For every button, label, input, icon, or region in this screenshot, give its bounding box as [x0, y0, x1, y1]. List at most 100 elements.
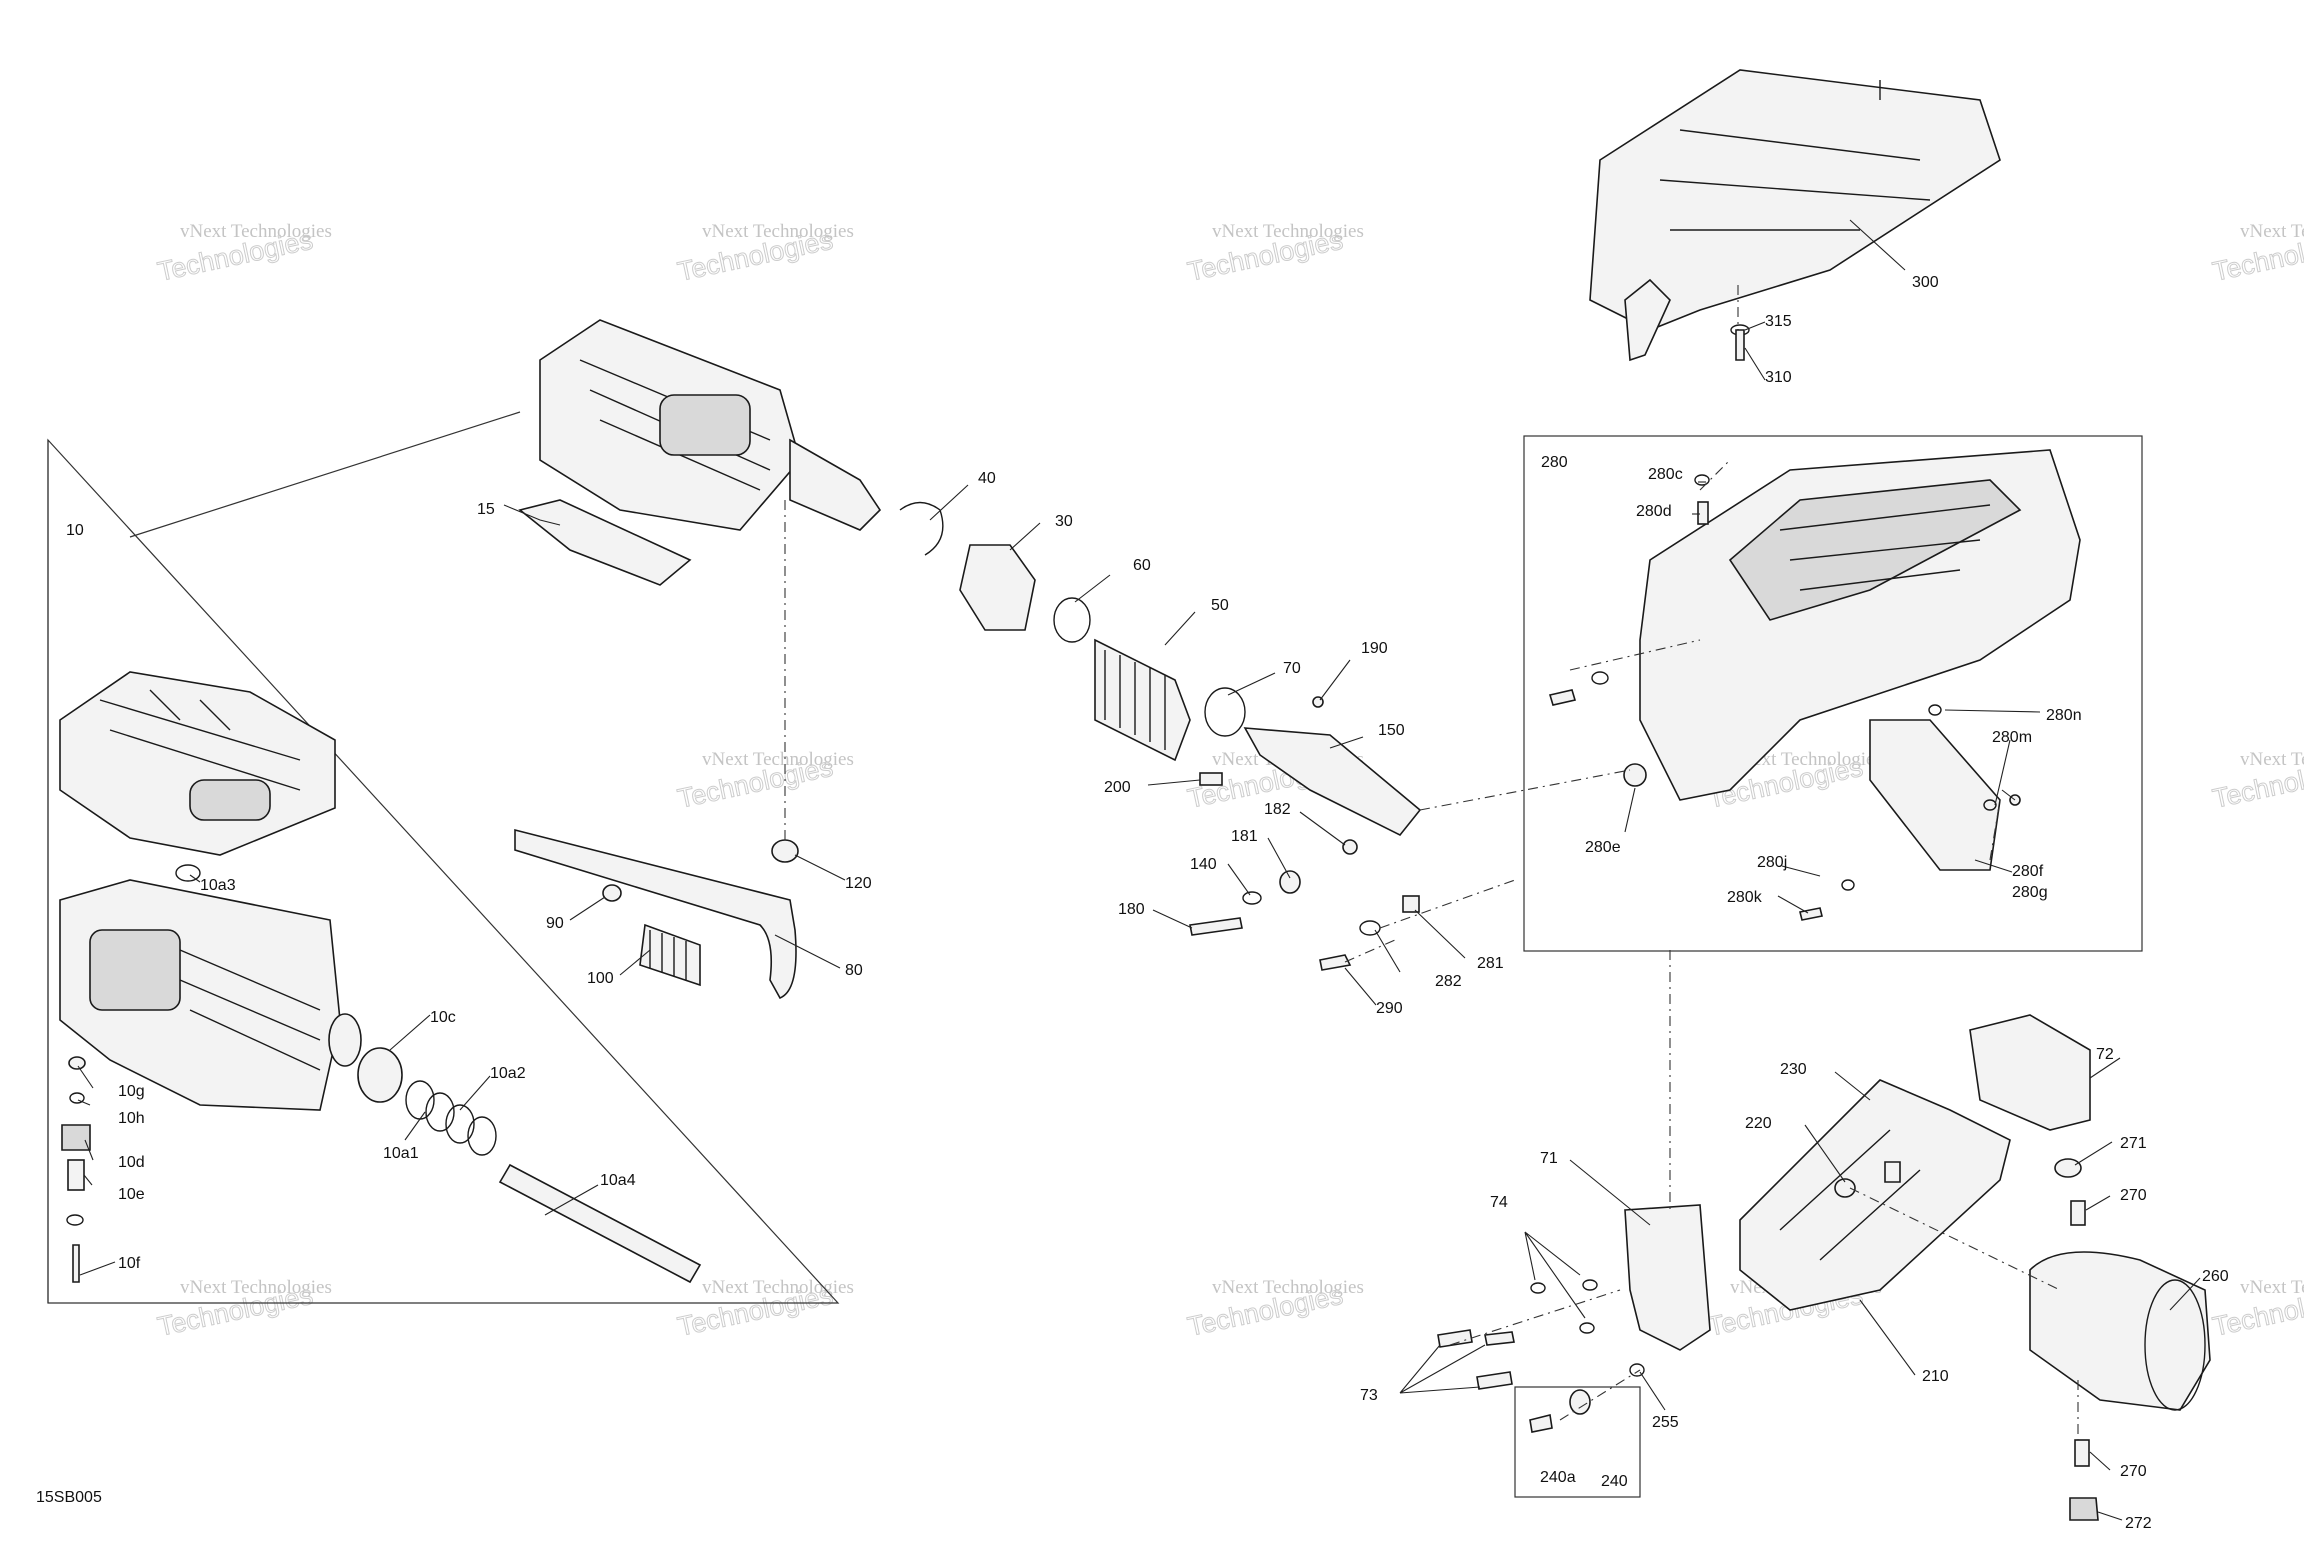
part-label: 280j — [1757, 854, 1787, 871]
part-label: 80 — [845, 962, 863, 979]
part-label: 182 — [1264, 801, 1291, 818]
part-label: 10 — [66, 522, 84, 539]
part-label: 210 — [1922, 1368, 1949, 1385]
supercharger-housing-part — [59, 879, 362, 1111]
part-label: 181 — [1231, 828, 1258, 845]
mount-72-part — [1969, 1014, 2091, 1131]
callout-line-10 — [129, 411, 521, 538]
top-cover-300-part — [1589, 69, 2001, 362]
part-label: 280e — [1585, 839, 1621, 856]
bracket-15-part — [518, 499, 692, 586]
part-label: 310 — [1765, 369, 1792, 386]
part-label: 10c — [430, 1009, 456, 1026]
part-label: 10g — [118, 1083, 145, 1100]
part-label: 220 — [1745, 1115, 1772, 1132]
lower-bracket-parts — [1437, 1014, 2211, 1521]
part-label: 10f — [118, 1255, 141, 1272]
part-label: 280 — [1541, 454, 1568, 471]
supercharger-assembly-part — [518, 319, 882, 586]
part-label: 255 — [1652, 1414, 1679, 1431]
part-label: 270 — [2120, 1187, 2147, 1204]
part-label: 240 — [1601, 1473, 1628, 1490]
svg-text:vNext Technologies: vNext Technologies — [180, 1277, 332, 1298]
drawing-code: 15SB005 — [36, 1489, 102, 1506]
detail-frame-10 — [47, 438, 840, 1304]
part-label: 200 — [1104, 779, 1131, 796]
part-label: 260 — [2202, 1268, 2229, 1285]
link-arm-150-part — [1243, 727, 1422, 837]
part-label: 10a3 — [200, 877, 236, 894]
part-label: 280k — [1727, 889, 1763, 906]
svg-text:vNext Technologies: vNext Technologies — [702, 1277, 854, 1298]
part-label: 10e — [118, 1186, 145, 1203]
part-label: 120 — [845, 875, 872, 892]
part-label: 30 — [1055, 513, 1073, 530]
part-label: 74 — [1490, 1194, 1508, 1211]
duct-260-part — [2029, 1251, 2211, 1411]
svg-text:vNext Technologies: vNext Technologies — [2240, 1277, 2304, 1298]
detail-frame-240 — [1514, 1386, 1641, 1498]
part-label: 190 — [1361, 640, 1388, 657]
part-label: 290 — [1376, 1000, 1403, 1017]
bracket-230-part — [1739, 1079, 2011, 1311]
part-label: 15 — [477, 501, 495, 518]
svg-text:vNext Technologies: vNext Technologies — [2240, 221, 2304, 242]
part-label: 280d — [1636, 503, 1672, 520]
part-label: 100 — [587, 970, 614, 987]
part-label: 10a1 — [383, 1145, 419, 1162]
part-label: 281 — [1477, 955, 1504, 972]
part-label: 282 — [1435, 973, 1462, 990]
part-label: 10h — [118, 1110, 145, 1127]
svg-text:vNext Technologies: vNext Technologies — [180, 221, 332, 242]
detail-frames — [47, 411, 2143, 1498]
svg-text:vNext Technologies: vNext Technologies — [2240, 749, 2304, 770]
svg-text:vNext Technologies: vNext Technologies — [1212, 221, 1364, 242]
svg-text:vNext Technologies: vNext Technologies — [1730, 749, 1882, 770]
part-label: 271 — [2120, 1135, 2147, 1152]
part-label: 280c — [1648, 466, 1683, 483]
part-label: 10a2 — [490, 1065, 526, 1082]
part-label: 272 — [2125, 1515, 2152, 1532]
part-label: 73 — [1360, 1387, 1378, 1404]
part-label: 150 — [1378, 722, 1405, 739]
svg-text:vNext Technologies: vNext Technologies — [702, 749, 854, 770]
part-label: 300 — [1912, 274, 1939, 291]
part-label: 90 — [546, 915, 564, 932]
leader-lines — [77, 219, 2201, 1521]
part-label: 315 — [1765, 313, 1792, 330]
detail-frame-280 — [1523, 435, 2143, 952]
part-label: 280f — [2012, 863, 2044, 880]
part-label: 40 — [978, 470, 996, 487]
part-label: 10a4 — [600, 1172, 636, 1189]
plate-71-part — [1624, 1204, 1711, 1351]
housing-280-parts — [1548, 449, 2081, 921]
part-label: 280g — [2012, 884, 2048, 901]
part-label: 270 — [2120, 1463, 2147, 1480]
part-label: 180 — [1118, 901, 1145, 918]
part-label: 72 — [2096, 1046, 2114, 1063]
assembly-axes — [784, 459, 2079, 1440]
small-parts-10 — [61, 864, 702, 1284]
part-label: 70 — [1283, 660, 1301, 677]
svg-text:vNext Technologies: vNext Technologies — [1212, 1277, 1364, 1298]
part-labels: 10 15 40 30 60 50 70 190 150 200 182 181… — [66, 274, 2229, 1532]
part-label: 230 — [1780, 1061, 1807, 1078]
svg-text:vNext Technologies: vNext Technologies — [702, 221, 854, 242]
part-label: 280n — [2046, 707, 2082, 724]
rod-assembly-parts — [514, 828, 799, 1000]
drive-line-parts — [899, 501, 1422, 971]
part-label: 50 — [1211, 597, 1229, 614]
part-label: 71 — [1540, 1150, 1558, 1167]
part-label: 10d — [118, 1154, 145, 1171]
